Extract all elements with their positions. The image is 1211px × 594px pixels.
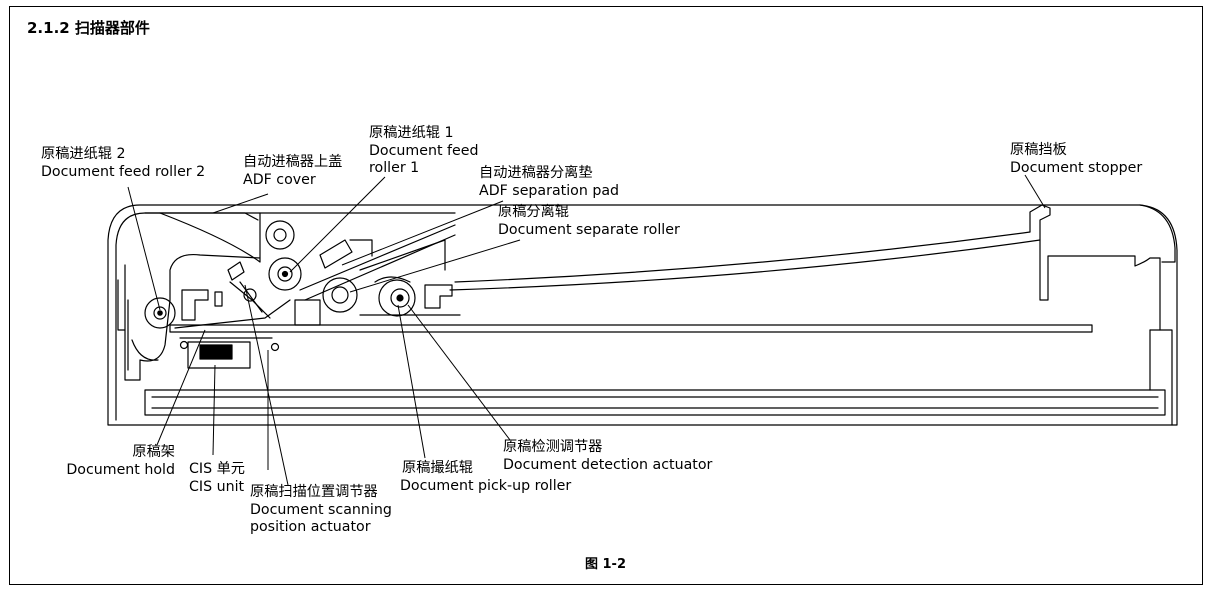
leader-pickup-roller xyxy=(397,304,426,459)
leader-feed-roller-1 xyxy=(289,176,386,273)
detection-actuator-shape xyxy=(424,284,453,309)
label-doc-detection-actuator: 原稿检测调节器 Document detection actuator xyxy=(503,439,713,473)
label-doc-pickup-roller: 原稿撮纸辊 Document pick-up roller xyxy=(400,460,572,494)
cis-unit-shape xyxy=(187,341,251,369)
label-doc-feed-roller-1: 原稿进纸辊 1 Document feed roller 1 xyxy=(369,125,479,176)
label-adf-cover: 自动进稿器上盖 ADF cover xyxy=(243,154,343,188)
label-doc-stopper: 原稿挡板 Document stopper xyxy=(1010,142,1143,176)
pickup-roller-shape xyxy=(378,279,416,317)
leader-scanning-actuator xyxy=(244,284,289,486)
section-title: 2.1.2 扫描器部件 xyxy=(27,19,150,37)
leader-separate-roller xyxy=(349,239,521,293)
document-stopper-shape xyxy=(1029,204,1161,331)
leader-lines xyxy=(127,174,1046,486)
separation-pad-shape xyxy=(299,224,456,291)
leader-cis-unit xyxy=(212,364,216,456)
housing-inner-edge xyxy=(115,212,456,421)
label-doc-separate-roller: 原稿分离辊 Document separate roller xyxy=(498,204,680,238)
scanner-bed xyxy=(144,389,1166,416)
label-cis-unit: CIS 单元 CIS unit xyxy=(189,461,245,495)
separate-roller-shape xyxy=(322,277,358,313)
adf-cover-outline xyxy=(144,212,261,263)
scanner-glass xyxy=(169,324,1093,333)
document-hold-shape xyxy=(174,299,291,329)
figure-frame xyxy=(9,6,1203,585)
leader-detection-actuator xyxy=(407,304,511,441)
label-doc-feed-roller-2: 原稿进纸辊 2 Document feed roller 2 xyxy=(41,146,206,180)
figure-caption: 图 1-2 xyxy=(584,557,626,572)
label-adf-separation-pad: 自动进稿器分离垫 ADF separation pad xyxy=(479,165,620,199)
left-frame xyxy=(124,253,261,381)
document-tray xyxy=(454,231,1031,283)
leader-adf-cover xyxy=(212,193,269,214)
leader-separation-pad xyxy=(341,200,504,266)
doc-feed-roller-2-shape xyxy=(144,297,176,329)
label-doc-hold: 原稿架 Document hold xyxy=(66,444,175,478)
leader-document-hold xyxy=(156,329,206,446)
feed-roller-1-gear xyxy=(265,220,295,250)
leader-stopper xyxy=(1024,174,1046,209)
leader-feed-roller-2 xyxy=(127,186,161,311)
label-doc-scanning-actuator: 原稿扫描位置调节器 Document scanning position act… xyxy=(250,484,392,535)
adf-mechanism xyxy=(181,289,209,321)
